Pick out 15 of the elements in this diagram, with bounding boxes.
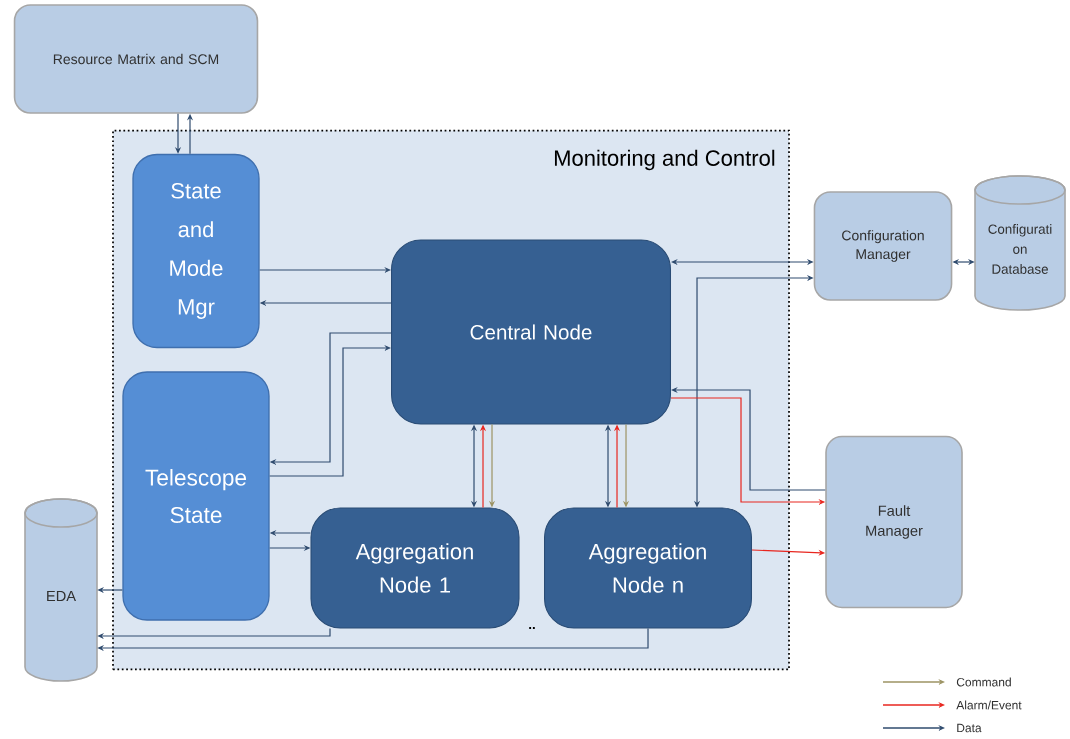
legend-label: Command — [956, 677, 1011, 687]
legend-label: Alarm/Event — [956, 700, 1022, 710]
rounded-box: Resource Matrix and SCM — [13, 4, 259, 114]
rounded-box: Configuration Manager — [813, 191, 953, 301]
rounded-box: Central Node — [391, 239, 671, 425]
database-cylinder: Configurati on Database — [974, 175, 1066, 311]
rounded-box: Aggregation Node 1 — [310, 507, 520, 629]
legend-label: Data — [957, 723, 982, 733]
rounded-box: State and Mode Mgr — [132, 153, 260, 349]
arrow — [269, 344, 391, 477]
ellipsis-mark: .. — [529, 627, 535, 629]
database-cylinder: EDA — [24, 498, 98, 682]
rounded-box: Aggregation Node n — [544, 507, 752, 629]
rounded-box: Fault Manager — [825, 435, 963, 609]
rounded-box: Telescope State — [122, 371, 270, 621]
